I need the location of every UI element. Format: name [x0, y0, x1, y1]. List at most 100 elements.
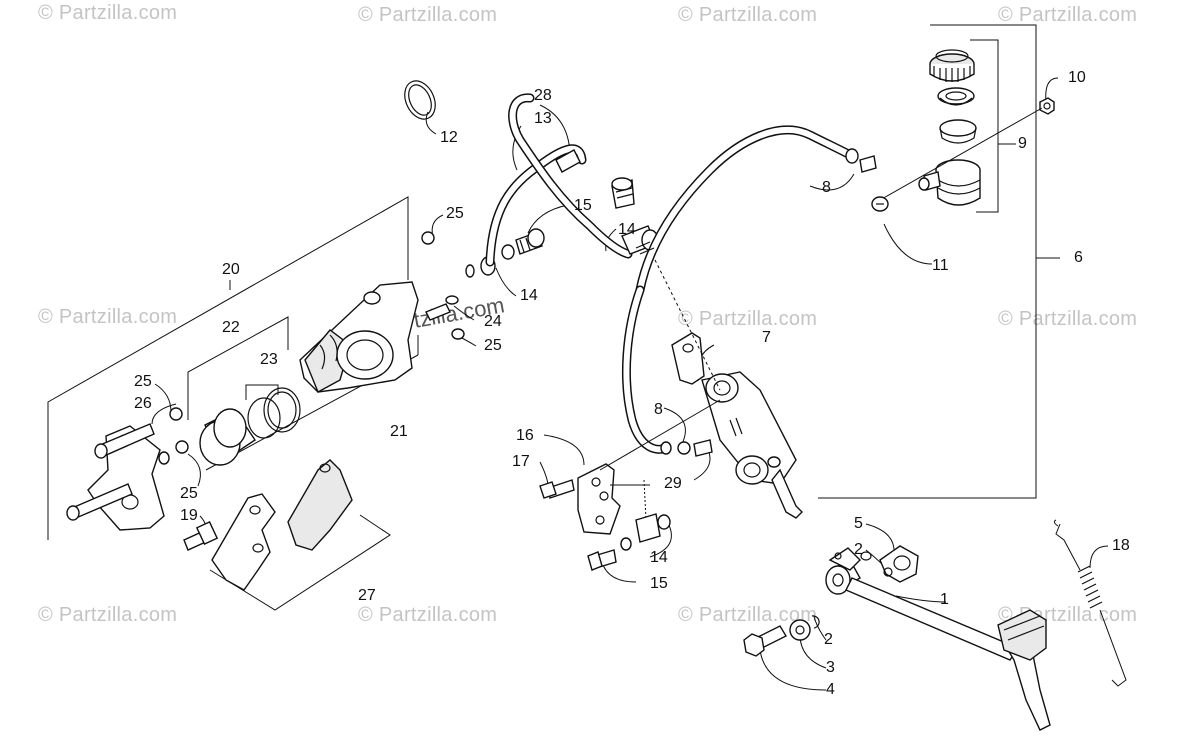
brake-pad-part-27 [211, 459, 353, 591]
leader-12 [425, 111, 437, 135]
callout-11: 11 [932, 257, 949, 274]
leader-26 [151, 403, 177, 425]
master-cylinder-part-7 [671, 332, 803, 519]
callout-9: 9 [1018, 135, 1027, 152]
washer-part-25 [158, 451, 170, 465]
reservoir-hose-lower-part-8 [622, 285, 672, 455]
callout-18: 18 [1112, 537, 1130, 554]
callout-14: 14 [650, 549, 668, 566]
piston-seal-part-23 [247, 387, 301, 439]
callout-28: 28 [534, 87, 552, 104]
watermark: © Partzilla.com [678, 308, 818, 330]
callout-17: 17 [512, 453, 530, 470]
lower-banjo-assembly [587, 479, 671, 571]
brake-pedal-part-1 [825, 547, 1051, 731]
washer-part-25 [451, 328, 465, 340]
leader-5 [865, 523, 895, 555]
fitting-part-29 [677, 439, 713, 457]
leader-18 [1089, 545, 1109, 569]
watermark: © Partzilla.com [358, 604, 498, 626]
assembly-line [599, 399, 721, 471]
washer-part-3 [789, 619, 811, 641]
callout-16: 16 [516, 427, 534, 444]
bolt-part-19 [183, 520, 219, 551]
reservoir-plate-part-9 [939, 119, 977, 144]
callout-25: 25 [180, 485, 198, 502]
brake-hose-part-13 [485, 93, 659, 267]
callout-8: 8 [654, 401, 663, 418]
callout-15: 15 [650, 575, 668, 592]
washer-part-14 [501, 244, 515, 260]
leader-15a [527, 204, 569, 234]
leader-16 [543, 434, 585, 466]
leader-25d [187, 453, 201, 487]
caliper-bracket-part-26 [66, 423, 165, 531]
callout-6: 6 [1074, 249, 1083, 266]
bolt-part-17 [539, 479, 575, 499]
assembly-line [654, 259, 721, 391]
callout-10: 10 [1068, 69, 1086, 86]
watermark: © Partzilla.com [38, 604, 178, 626]
callout-13: 13 [534, 110, 552, 127]
callout-14: 14 [520, 287, 538, 304]
watermark: © Partzilla.com [38, 2, 178, 24]
callout-27: 27 [358, 587, 376, 604]
callout-4: 4 [826, 681, 835, 698]
callout-15: 15 [574, 197, 592, 214]
callout-20: 20 [222, 261, 240, 278]
callout-24: 24 [484, 313, 502, 330]
mounting-bracket-part-16 [577, 463, 621, 535]
callout-7: 7 [762, 329, 771, 346]
watermark: © Partzilla.com [678, 604, 818, 626]
watermark: © Partzilla.com [38, 306, 178, 328]
callout-1: 1 [940, 591, 949, 608]
callout-14: 14 [618, 221, 636, 238]
snap-ring-part-2 [811, 615, 820, 629]
reservoir-diaphragm-part-9 [937, 87, 975, 106]
callout-22: 22 [222, 319, 240, 336]
group-bracket-27 [209, 514, 391, 611]
leader-24 [453, 305, 475, 321]
leader-11 [883, 223, 933, 265]
callout-23: 23 [260, 351, 278, 368]
callout-25: 25 [134, 373, 152, 390]
pivot-bolt-part-4 [743, 625, 787, 657]
bleeder-screw-part-24 [425, 295, 459, 321]
leader-8a [809, 173, 855, 191]
washer-part-25 [421, 231, 435, 245]
reservoir-body-part-9 [918, 159, 981, 206]
leader-2b [813, 615, 827, 641]
crush-washer-part-14 [635, 241, 655, 255]
hose-clip-part-28 [555, 149, 581, 173]
leader-8b [663, 407, 686, 445]
watermark: © Partzilla.com [998, 308, 1138, 330]
leader-14b [495, 267, 517, 297]
callout-19: 19 [180, 507, 198, 524]
caliper-piston-part-22 [199, 408, 256, 466]
leader-14c [649, 522, 672, 558]
washer-part-25 [175, 440, 189, 454]
group-bracket-9 [970, 39, 999, 213]
snap-ring-part-12 [404, 80, 436, 120]
reservoir-hose-part-8 [635, 125, 877, 295]
callout-25: 25 [446, 205, 464, 222]
washer-part-2 [860, 551, 872, 561]
leader-25c [154, 383, 172, 413]
callout-2: 2 [824, 631, 833, 648]
reservoir-cap-part-9 [929, 49, 975, 82]
nut-part-10 [1039, 97, 1055, 115]
banjo-bolt-part-15 [515, 177, 635, 255]
watermark: © Partzilla.com [678, 4, 818, 26]
callout-5: 5 [854, 515, 863, 532]
group-bracket-6 [818, 24, 1037, 499]
callout-2: 2 [854, 541, 863, 558]
assembly-line [879, 107, 1043, 201]
spring-bracket-part-5 [879, 545, 919, 583]
callout-21: 21 [390, 423, 408, 440]
callout-8: 8 [822, 179, 831, 196]
washer-part-2 [883, 567, 893, 577]
callout-29: 29 [664, 475, 682, 492]
brake-caliper-part-21 [299, 281, 419, 393]
